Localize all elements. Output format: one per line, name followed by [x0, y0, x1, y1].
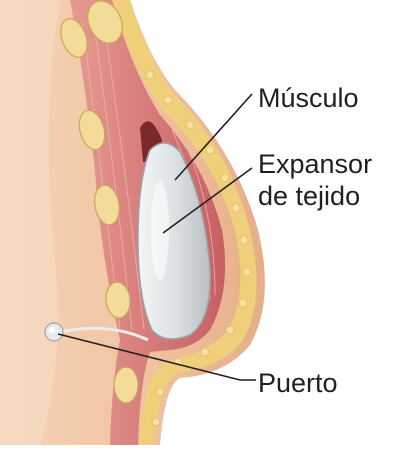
label-port: Puerto: [258, 367, 338, 399]
label-muscle: Músculo: [258, 82, 359, 114]
body-shadow: [0, 0, 60, 445]
label-expander-line1: Expansor: [258, 148, 372, 180]
port-highlight: [49, 327, 55, 333]
label-expander-line2: de tejido: [258, 180, 360, 212]
